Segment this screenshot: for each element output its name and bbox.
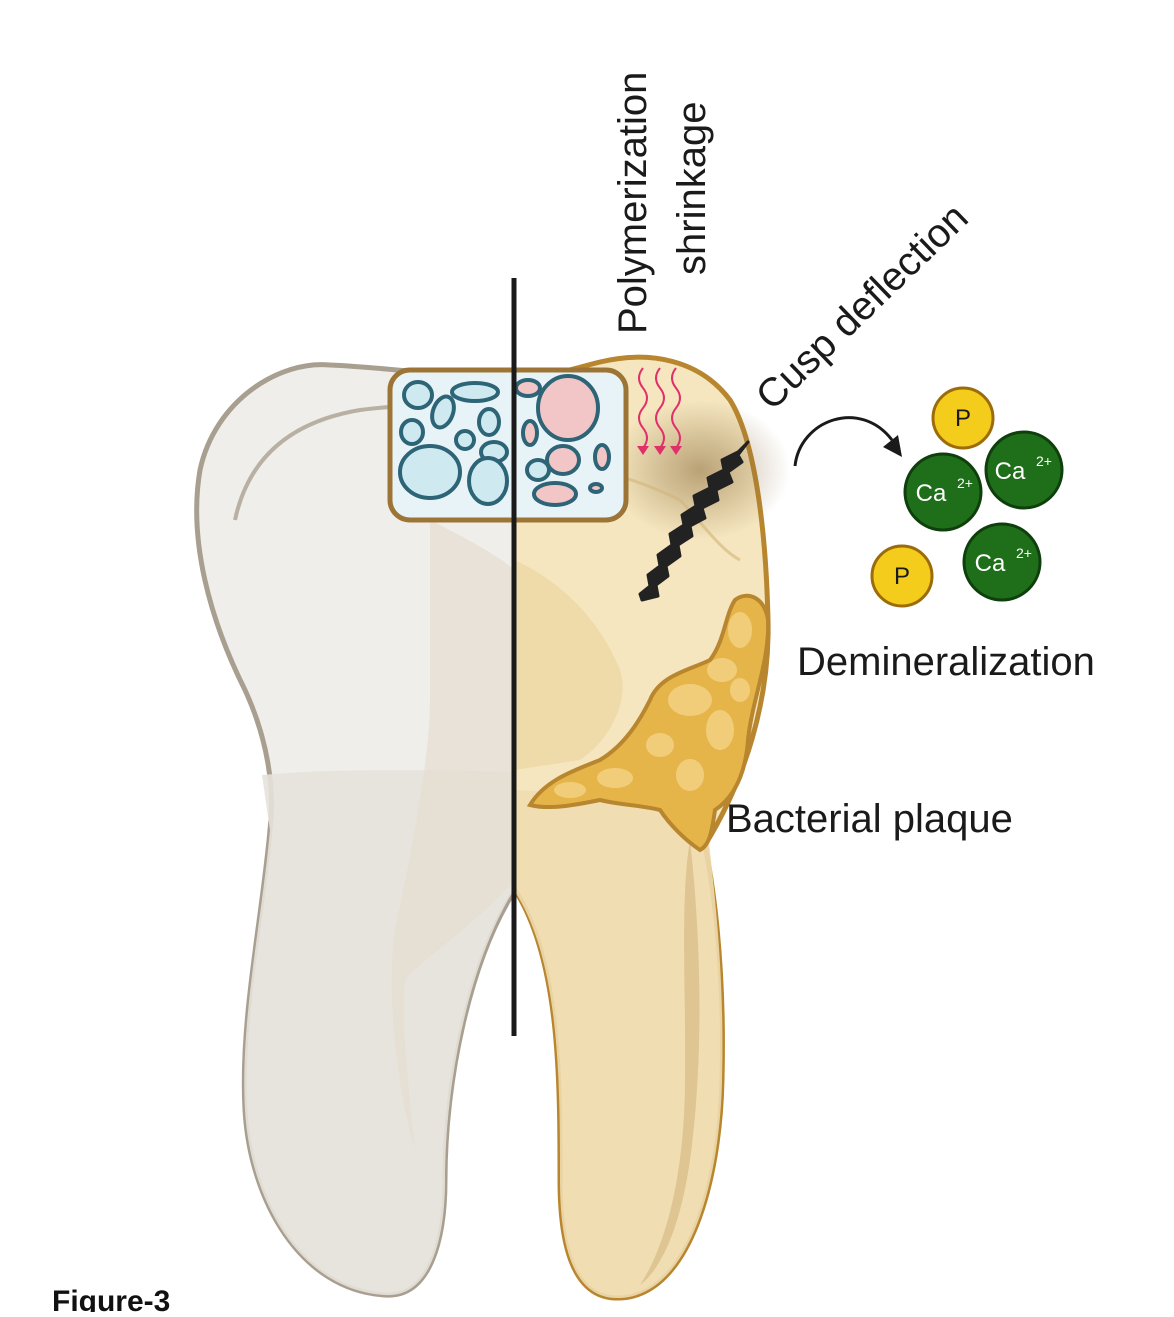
phosphate-ion-label: P [894, 563, 910, 590]
polymerization-label-line2: shrinkage [670, 102, 714, 275]
shrinkage-arrowheads [637, 446, 682, 455]
demineralization-label: Demineralization [797, 640, 1095, 684]
calcium-charge-label: 2+ [1016, 545, 1032, 561]
calcium-ion-label: Ca [975, 550, 1006, 577]
bacterial-plaque-label: Bacterial plaque [726, 797, 1013, 841]
cusp-deflection-label: Cusp deflection [748, 195, 977, 418]
ion-cluster: P Ca 2+ Ca 2+ Ca 2+ P [872, 388, 1062, 606]
composite-restoration [390, 370, 626, 520]
calcium-charge-label: 2+ [957, 475, 973, 491]
figure-label: Figure-3 [52, 1285, 170, 1312]
calcium-charge-label: 2+ [1036, 453, 1052, 469]
calcium-ion-label: Ca [916, 480, 947, 507]
polymerization-label-line1: Polymerization [611, 72, 655, 334]
curved-arrow [795, 418, 892, 466]
phosphate-ion: P [872, 546, 932, 606]
calcium-ion: Ca 2+ [986, 432, 1062, 508]
calcium-ion-label: Ca [995, 458, 1026, 485]
phosphate-ion-label: P [955, 405, 971, 432]
calcium-ion: Ca 2+ [964, 524, 1040, 600]
phosphate-ion: P [933, 388, 993, 448]
polymerization-shrinkage-label: Polymerization shrinkage [611, 72, 714, 334]
calcium-ion: Ca 2+ [905, 454, 981, 530]
